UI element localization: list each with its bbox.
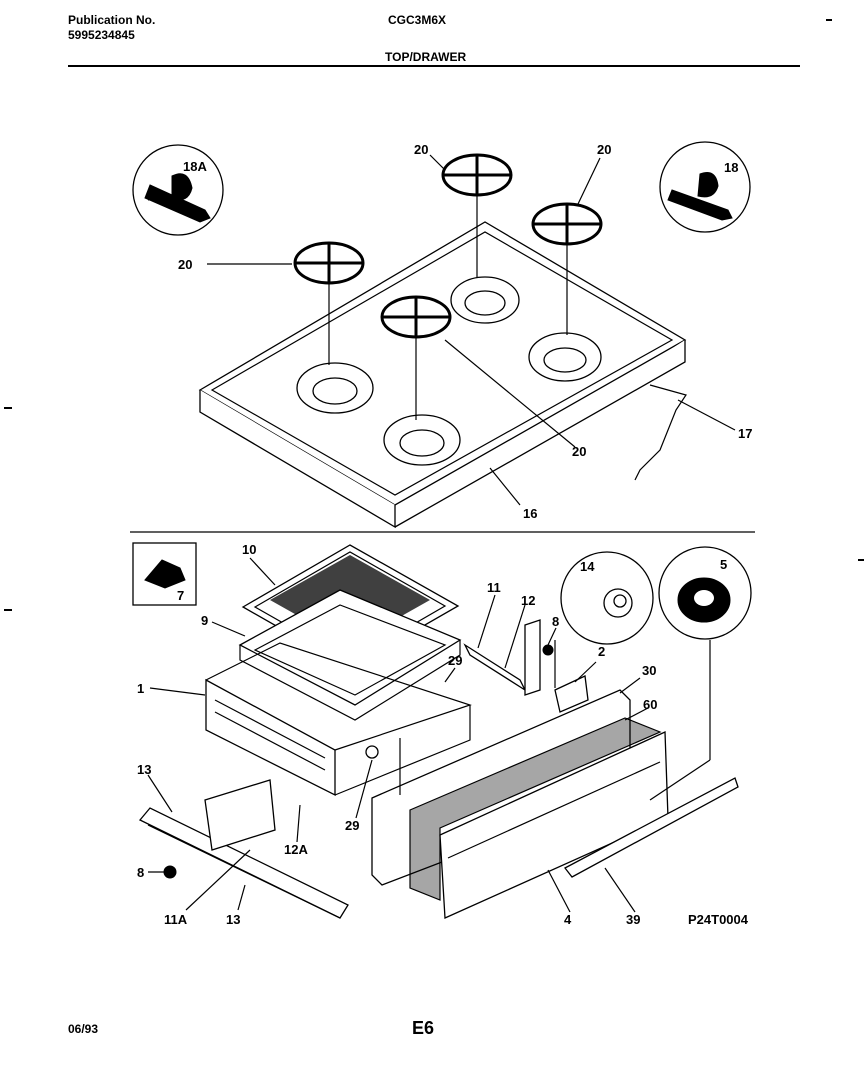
inset-5-broiler-burner (658, 546, 752, 640)
section-title: TOP/DRAWER (385, 50, 467, 64)
parts-11-12-brackets (463, 619, 554, 696)
publication-label: Publication No. (68, 13, 156, 27)
callout-9: 9 (201, 613, 208, 628)
publication-number: 5995234845 (68, 28, 135, 42)
burner-bowls (296, 276, 602, 466)
callout-11A: 11A (164, 912, 188, 927)
part-9-broiler-pan (238, 589, 462, 721)
part-1-drawer-frame (205, 642, 472, 797)
callout-labels: 18A 18 20 20 20 20 17 16 10 7 9 1 11 12 … (137, 142, 752, 927)
footer-date: 06/93 (68, 1022, 99, 1036)
callout-20a: 20 (414, 142, 428, 157)
part-29-bushing (365, 745, 379, 759)
callout-1: 1 (137, 681, 144, 696)
callout-13b: 13 (226, 912, 240, 927)
callout-18: 18 (724, 160, 738, 175)
callout-39: 39 (626, 912, 640, 927)
callout-20d: 20 (572, 444, 586, 459)
callout-16: 16 (523, 506, 537, 521)
page-number: E6 (412, 1018, 435, 1038)
model-number: CGC3M6X (388, 13, 447, 27)
callout-12: 12 (521, 593, 535, 608)
callout-12A: 12A (284, 842, 308, 857)
callout-29a: 29 (448, 653, 462, 668)
callout-10: 10 (242, 542, 256, 557)
part-8-screw (163, 865, 177, 879)
callout-14: 14 (580, 559, 595, 574)
callout-20c: 20 (178, 257, 192, 272)
callout-8a: 8 (552, 614, 559, 629)
drawing-number: P24T0004 (688, 912, 749, 927)
leader-lines-top (207, 154, 736, 506)
inset-7-knob (132, 542, 197, 606)
callout-60: 60 (643, 697, 657, 712)
callout-17: 17 (738, 426, 752, 441)
callout-11: 11 (487, 580, 501, 595)
callout-30: 30 (642, 663, 656, 678)
part-13-slide-rails (138, 807, 349, 919)
part-2-rail (554, 675, 589, 713)
leader-lines-bottom (147, 557, 711, 913)
callout-5: 5 (720, 557, 727, 572)
callout-18A: 18A (183, 159, 207, 174)
callout-20b: 20 (597, 142, 611, 157)
part-12A-bracket (204, 779, 276, 851)
callout-29b: 29 (345, 818, 359, 833)
callout-4: 4 (564, 912, 572, 927)
inset-18A-burner-valve (132, 144, 224, 236)
part-60-insulation (409, 717, 662, 901)
part-39-trim-strip (564, 777, 739, 878)
callout-2: 2 (598, 644, 605, 659)
callout-8b: 8 (137, 865, 144, 880)
callout-13a: 13 (137, 762, 151, 777)
inset-14-thermostat (560, 551, 654, 645)
callout-7: 7 (177, 588, 184, 603)
part-17-bracket (634, 384, 687, 481)
inset-18-burner-valve (659, 141, 751, 233)
cooktop-main-top (198, 221, 687, 529)
